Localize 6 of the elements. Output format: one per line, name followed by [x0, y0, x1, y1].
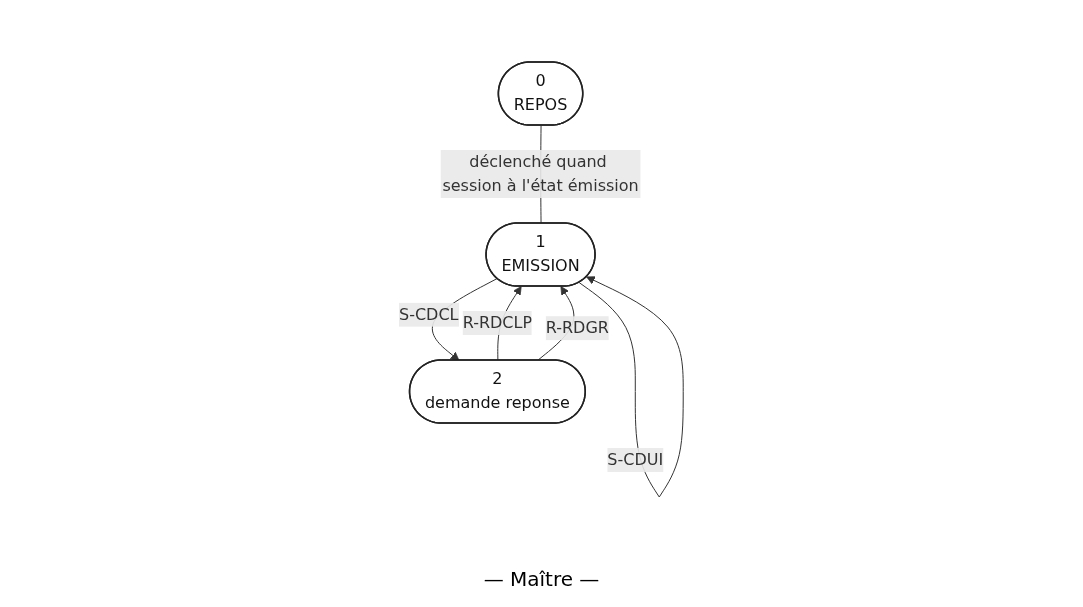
- caption: — Maître —: [483, 566, 600, 593]
- edge-label: R-RDCLP: [463, 312, 533, 332]
- edge-label: déclenché quand session à l'état émission: [442, 151, 640, 195]
- edge-label: S-CDUI: [607, 449, 664, 469]
- edge-label: R-RDGR: [546, 318, 610, 338]
- edge-label: S-CDCL: [399, 304, 459, 324]
